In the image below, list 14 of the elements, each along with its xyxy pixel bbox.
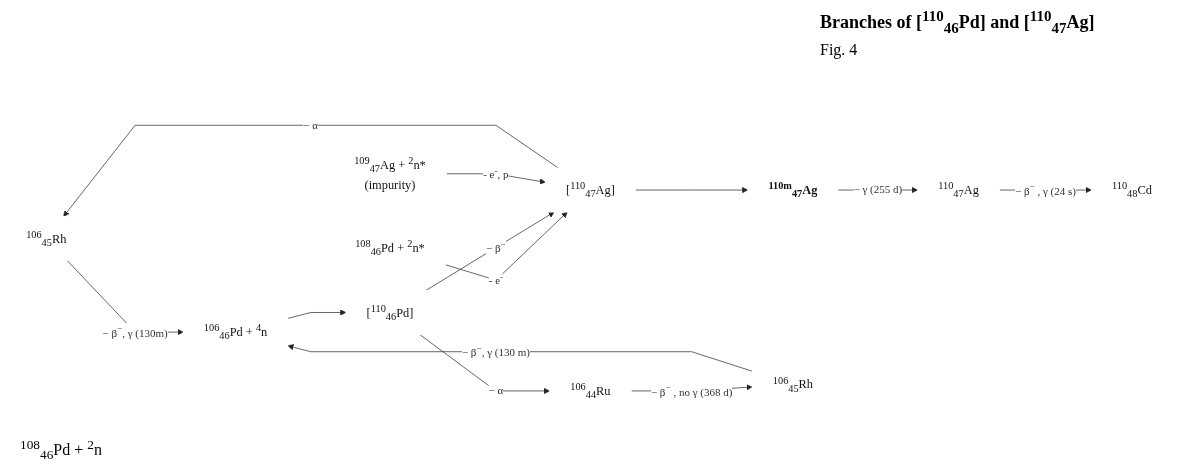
edge-label: − β$^{−}$, γ (130m) [102,324,168,339]
edge-label: − γ (255 d) [853,183,903,196]
node-text: [$^{110}$$_{47}$Ag] [566,180,615,200]
edge-label: − β$^{−}$ , no γ (368 d) [650,382,733,398]
edge-label: − β$^{−}$, γ (130 m) [461,343,530,359]
edge-label: - e$^{-}$ [488,272,504,287]
figure-caption: Fig. 4 [820,40,859,59]
node-text: [$^{110}$$_{46}$Pd] [366,302,414,322]
edge-label: − α [488,384,504,397]
edge-label: − β$^{−}$ [486,239,506,255]
edge-label: − α [303,119,319,131]
edge-label: − β$^{−}$ , γ (24 s) [1014,182,1076,197]
diagram-title: Branches of [$^{110}$$_{46}$Pd] and [$^{110}$$_{47}$Ag] [820,8,1095,37]
edge-label: - e$^{-}$, p [483,165,509,181]
